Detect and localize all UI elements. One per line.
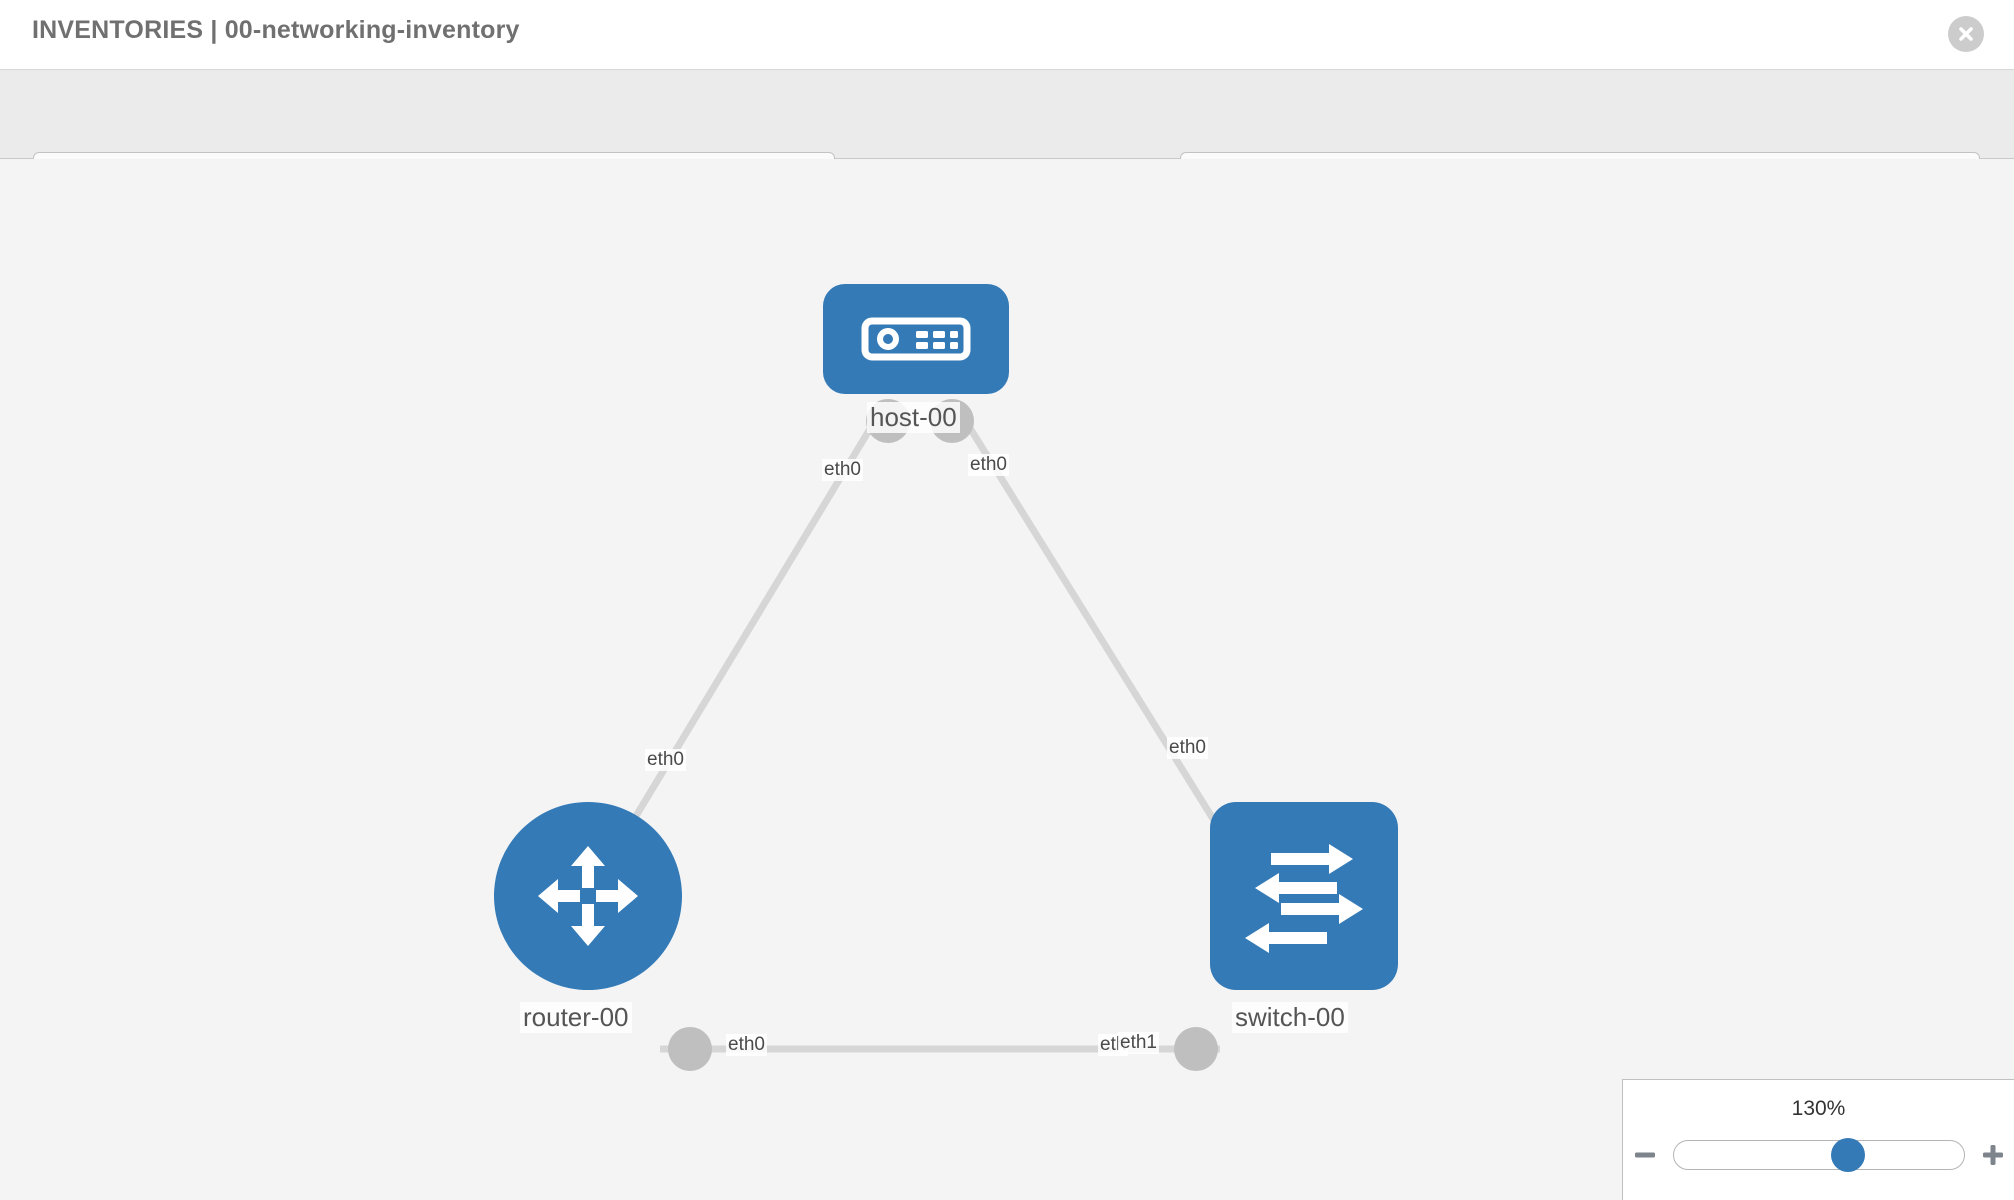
edge-label-switch-left: eth1 bbox=[1118, 1032, 1159, 1054]
switch-icon bbox=[1245, 844, 1363, 953]
router-icon bbox=[538, 846, 638, 946]
toolbar: ACTIONS SEARCH bbox=[0, 70, 2014, 204]
node-router-00[interactable]: router-00 bbox=[494, 802, 682, 1072]
link-host-switch bbox=[952, 402, 1241, 861]
zoom-control-row bbox=[1623, 1134, 2014, 1176]
node-router-00-label: router-00 bbox=[520, 1002, 632, 1033]
zoom-slider[interactable] bbox=[1673, 1138, 1965, 1172]
edge-label-router-up: eth0 bbox=[645, 749, 686, 771]
plus-icon bbox=[1983, 1145, 2003, 1165]
node-host-00-shape[interactable] bbox=[823, 284, 1009, 394]
edge-label-router-right: eth0 bbox=[726, 1034, 767, 1056]
edge-label-switch-up: eth0 bbox=[1167, 737, 1208, 759]
zoom-level-value: 130% bbox=[1791, 1097, 1846, 1120]
server-icon bbox=[861, 317, 971, 361]
node-host-00-label: host-00 bbox=[867, 402, 960, 433]
page-header: INVENTORIES | 00-networking-inventory bbox=[0, 0, 2014, 70]
close-icon[interactable] bbox=[1948, 16, 1984, 52]
connector-switch-left bbox=[1174, 1027, 1218, 1071]
node-switch-00-label: switch-00 bbox=[1232, 1002, 1348, 1033]
zoom-in-button[interactable] bbox=[1971, 1134, 2014, 1176]
edge-label-host-left: eth0 bbox=[822, 459, 863, 481]
zoom-slider-thumb[interactable] bbox=[1831, 1138, 1865, 1172]
node-host-00[interactable]: host-00 bbox=[823, 284, 1009, 510]
page-title: INVENTORIES | 00-networking-inventory bbox=[32, 16, 520, 44]
zoom-control-panel: 130% bbox=[1622, 1079, 2014, 1200]
minus-icon bbox=[1635, 1152, 1655, 1158]
zoom-out-button[interactable] bbox=[1623, 1134, 1667, 1176]
node-router-00-shape[interactable] bbox=[494, 802, 682, 990]
topology-canvas[interactable]: host-00 router-00 bbox=[0, 159, 2014, 1200]
node-switch-00[interactable]: switch-00 bbox=[1210, 802, 1398, 1072]
edge-label-host-right: eth0 bbox=[968, 454, 1009, 476]
connector-router-right bbox=[668, 1027, 712, 1071]
node-switch-00-shape[interactable] bbox=[1210, 802, 1398, 990]
